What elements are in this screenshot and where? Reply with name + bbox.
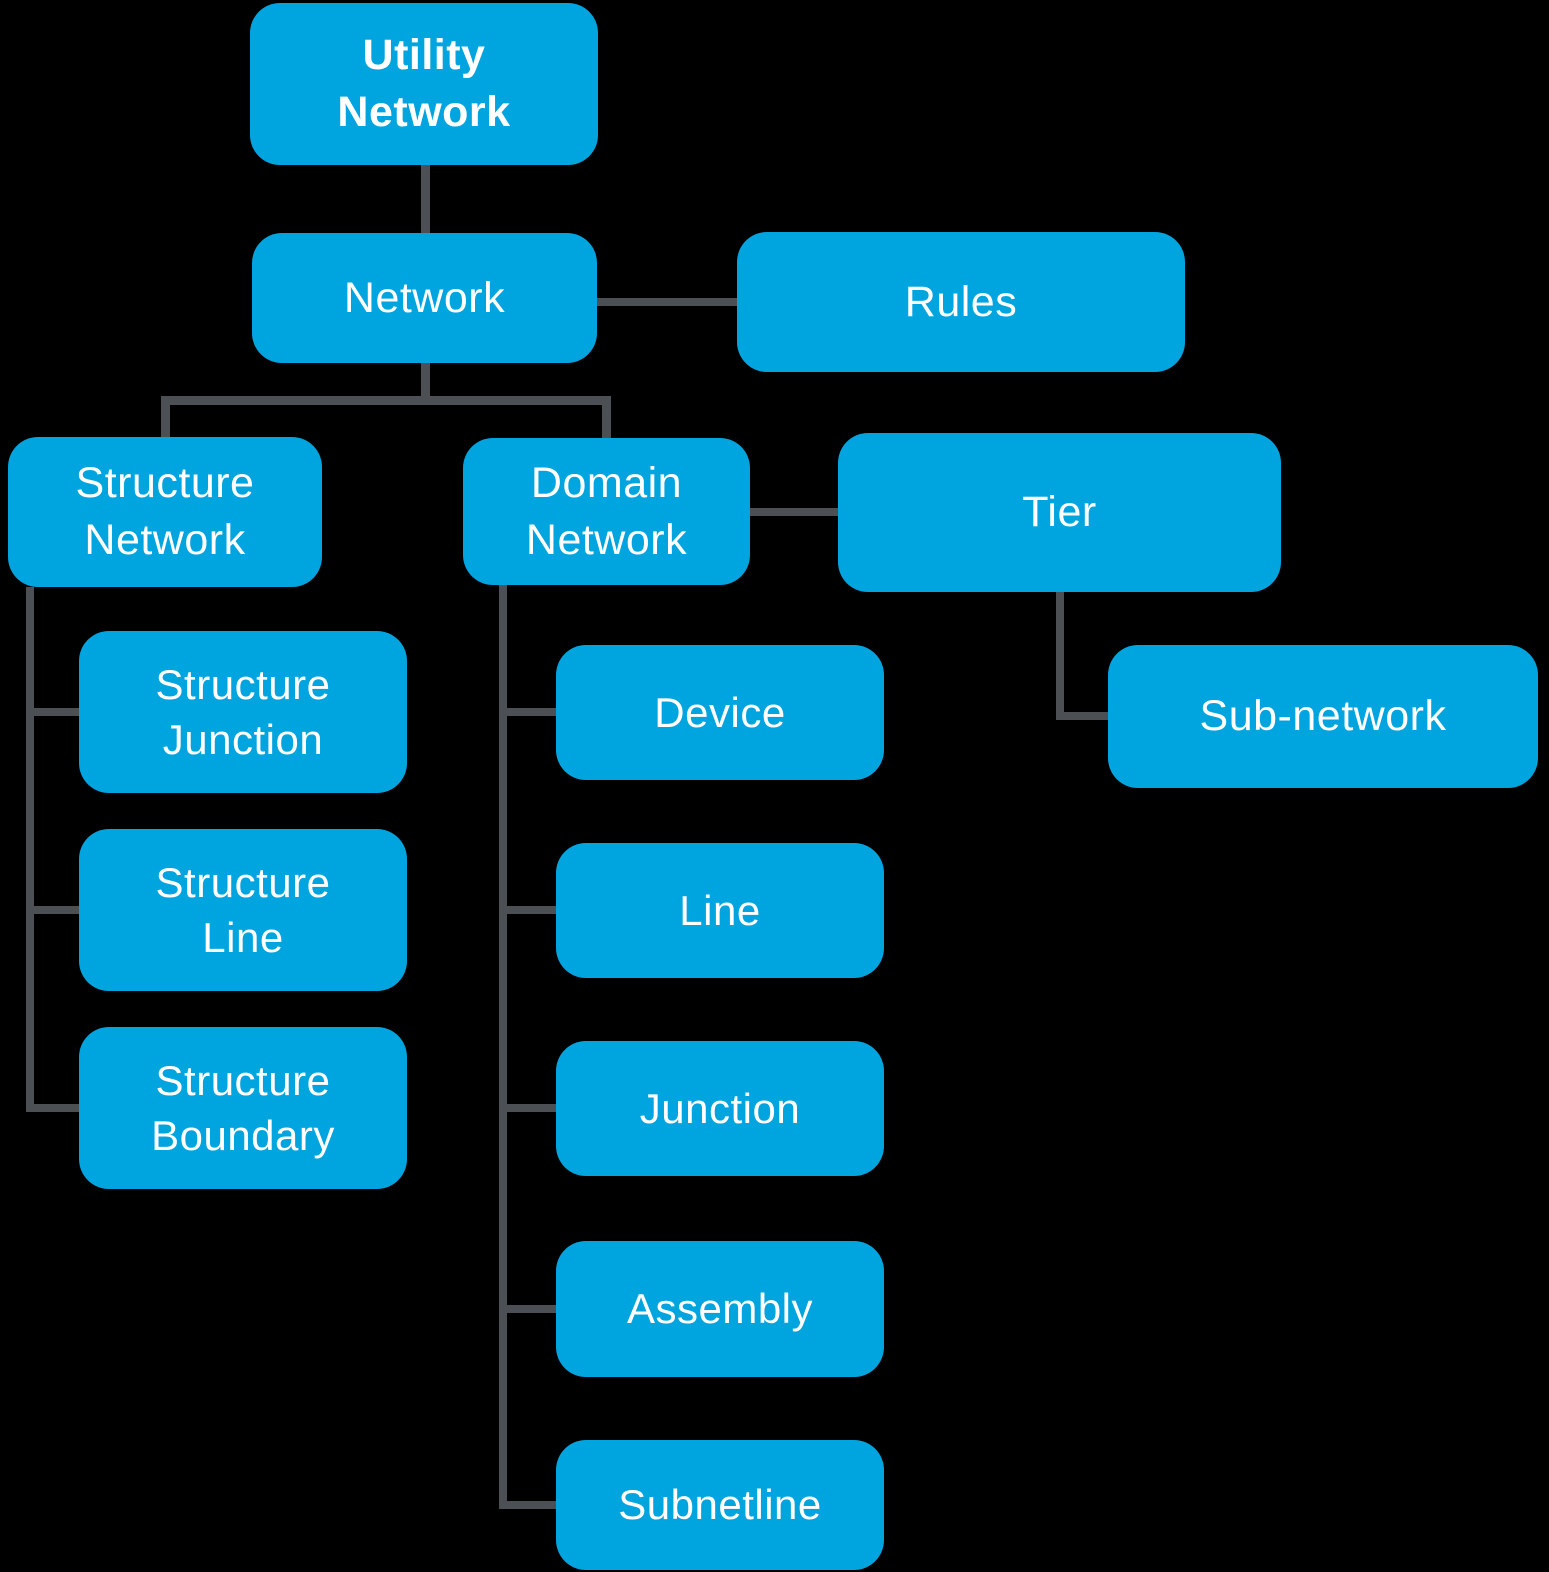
node-junction: Junction: [556, 1041, 884, 1176]
connector-domain-network-drop: [602, 396, 611, 438]
connector-network-rules: [597, 298, 737, 306]
node-sub-network: Sub-network: [1108, 645, 1538, 788]
node-assembly: Assembly: [556, 1241, 884, 1377]
connector-device-stub: [499, 708, 556, 716]
connector-tier-subnetwork: [1056, 712, 1108, 720]
connector-line-stub: [499, 906, 556, 914]
connector-structure-boundary-stub: [26, 1104, 79, 1112]
connector-domain-tier: [750, 508, 838, 516]
node-line: Line: [556, 843, 884, 978]
connector-junction-stub: [499, 1104, 556, 1112]
connector-structure-line-stub: [26, 906, 79, 914]
node-structure-line: Structure Line: [79, 829, 407, 991]
node-utility-network: Utility Network: [250, 3, 598, 165]
node-structure-boundary: Structure Boundary: [79, 1027, 407, 1189]
node-rules: Rules: [737, 232, 1185, 372]
node-tier: Tier: [838, 433, 1281, 592]
connector-tier-stem: [1056, 592, 1064, 720]
connector-assembly-stub: [499, 1305, 556, 1313]
connector-structure-network-drop: [161, 396, 170, 437]
connector-network-children-stem: [421, 363, 430, 405]
node-device: Device: [556, 645, 884, 780]
connector-structure-junction-stub: [26, 708, 79, 716]
node-structure-junction: Structure Junction: [79, 631, 407, 793]
connector-utility-network: [421, 165, 430, 233]
node-network: Network: [252, 233, 597, 363]
connector-structure-trunk: [26, 587, 34, 1112]
connector-domain-trunk: [499, 585, 507, 1509]
node-domain-network: Domain Network: [463, 438, 750, 585]
node-subnetline: Subnetline: [556, 1440, 884, 1570]
connector-network-children-bar: [161, 396, 611, 405]
node-structure-network: Structure Network: [8, 437, 322, 587]
connector-subnetline-stub: [499, 1501, 556, 1509]
